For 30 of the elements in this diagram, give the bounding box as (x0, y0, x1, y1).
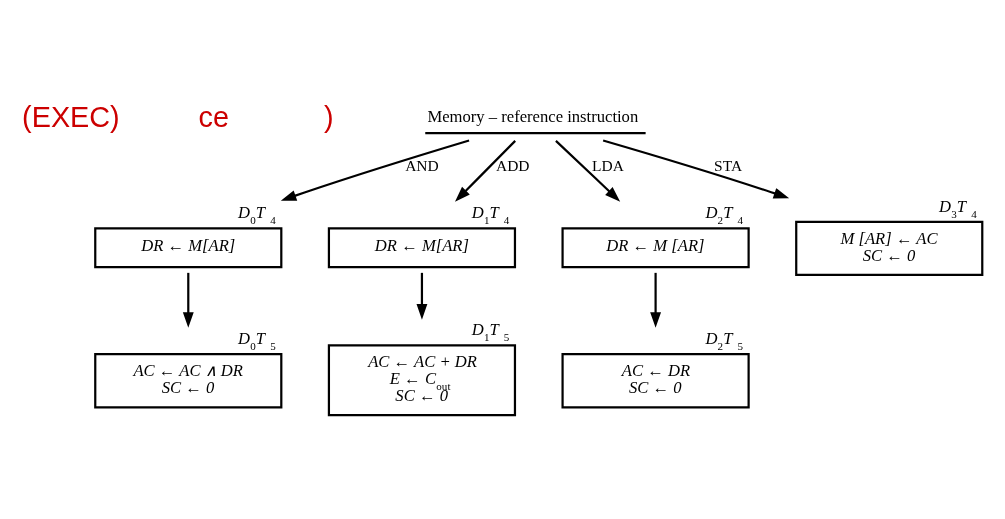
label: ce (198, 100, 229, 133)
arrow (602, 138, 790, 198)
label: (EXEC) (22, 100, 120, 133)
edge-label: STA (714, 156, 743, 174)
arrow (182, 272, 194, 328)
node-label: Memory – reference instruction (427, 106, 639, 126)
label: ) (324, 100, 334, 133)
node-box: DR ← M[AR] (327, 226, 517, 268)
edge-label: LDA (592, 156, 624, 174)
node-box: M [AR] ← AC SC ← 0 (795, 220, 984, 276)
node-box: AC ← AC + DR E ← C$_{out}$ SC ← 0 (327, 343, 517, 416)
arrow (650, 272, 662, 328)
node-label: D$_{0}$T$_{5}$ (238, 328, 276, 352)
node-label: D$_{2}$T$_{5}$ (705, 328, 744, 352)
node-box (425, 131, 646, 134)
node-box: DR ← M [AR] (561, 226, 750, 268)
arrow (280, 138, 470, 201)
arrow (455, 139, 516, 202)
node-label: D$_{0}$T$_{4}$ (238, 202, 276, 226)
node-box: DR ← M[AR] (94, 226, 283, 268)
node-box: AC ← DR SC ← 0 (561, 352, 750, 408)
node-label: D$_{2}$T$_{4}$ (705, 202, 744, 226)
node-label: D$_{1}$T$_{4}$ (471, 202, 510, 226)
node-box: AC ← AC ∧ DR SC ← 0 (94, 352, 283, 408)
arrow (555, 139, 621, 202)
edge-label: ADD (495, 156, 530, 174)
node-label: D$_{3}$T$_{4}$ (939, 196, 977, 220)
edge-label: AND (405, 156, 439, 174)
arrow (416, 272, 428, 320)
node-label: D$_{1}$T$_{5}$ (471, 319, 510, 343)
